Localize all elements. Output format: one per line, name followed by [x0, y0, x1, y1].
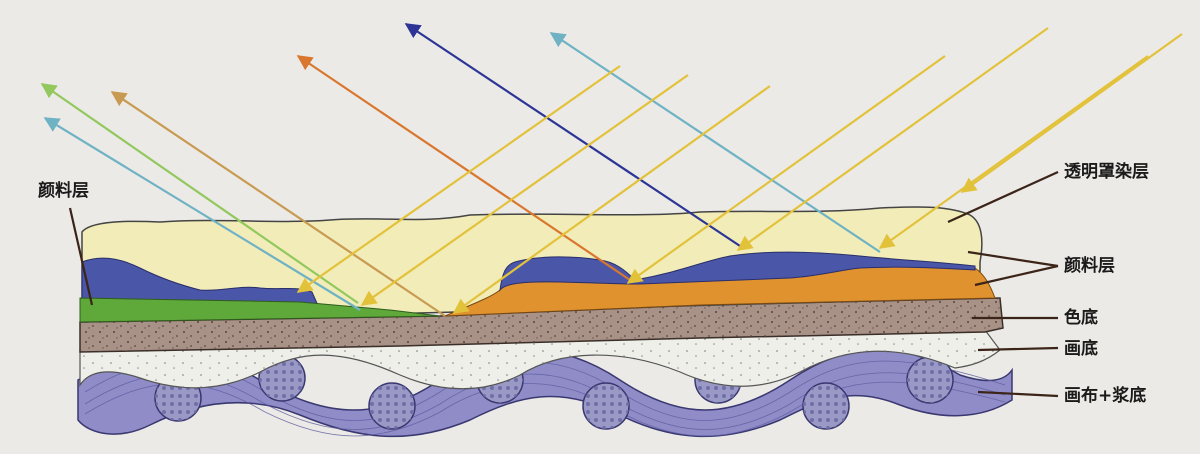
ray-darkblue	[404, 23, 741, 247]
label-glaze: 透明罩染层	[1064, 161, 1149, 182]
label-color-ground: 色底	[1064, 307, 1098, 328]
ray-yellow-3	[452, 85, 771, 314]
ray-yellow-5	[736, 27, 1049, 251]
incident-rays	[296, 27, 1183, 314]
ray-yellow-2	[360, 74, 689, 306]
label-canvas-size: 画布+浆底	[1064, 385, 1146, 406]
ray-tan-left	[110, 91, 446, 317]
ray-yellow-7	[960, 33, 1183, 193]
ray-yellow-4	[626, 55, 946, 284]
pigment-left-green	[79, 297, 441, 323]
label-pigment-right: 颜料层	[1064, 255, 1115, 276]
ray-lightblue-right	[549, 32, 881, 253]
pigment-left-blue	[81, 257, 321, 313]
ray-orange	[296, 55, 631, 281]
painting-ground-texture	[80, 330, 1000, 389]
ray-lightgreen-left	[40, 83, 359, 304]
ray-yellow-6	[878, 55, 1149, 249]
color-ground-texture	[80, 298, 1003, 352]
ray-yellow-1	[296, 65, 621, 293]
label-pigment-left: 颜料层	[38, 180, 89, 201]
label-painting-ground: 画底	[1064, 338, 1098, 359]
leader-lines	[68, 170, 1059, 398]
